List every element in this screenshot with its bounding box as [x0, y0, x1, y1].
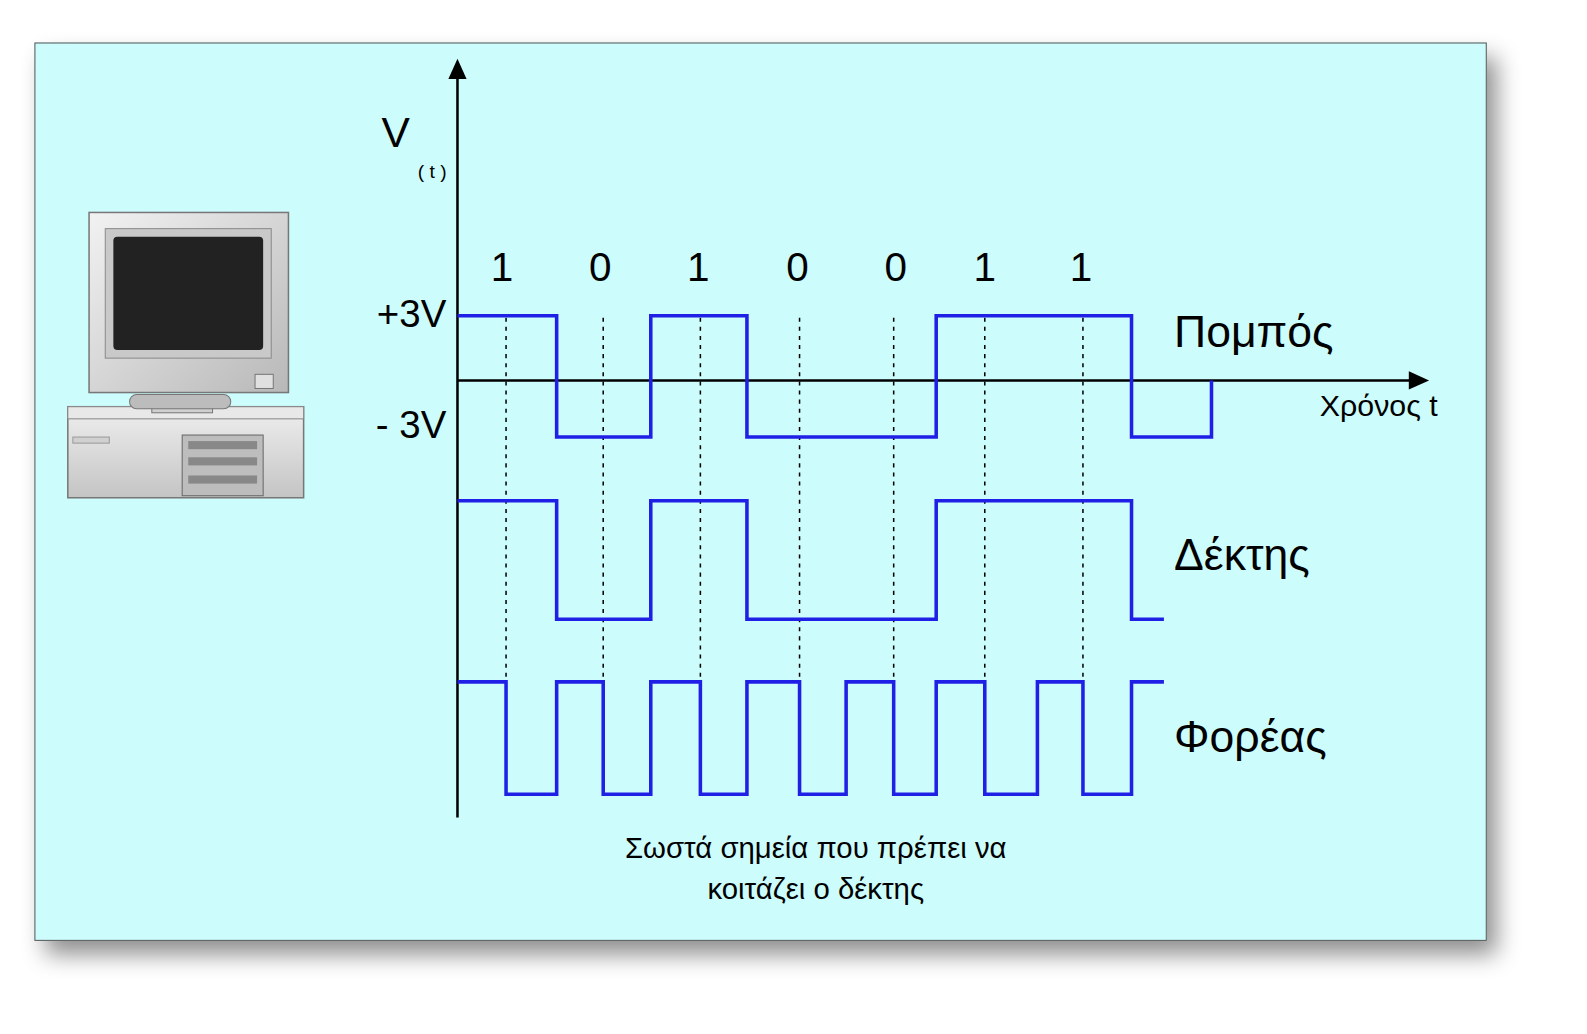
- v-axis: [456, 73, 459, 818]
- bit-value: 0: [786, 245, 809, 290]
- signal-name: Πομπός: [1174, 307, 1334, 356]
- axis-label: Χρόνος t: [1320, 388, 1438, 421]
- signal-name: Φορέας: [1174, 712, 1327, 761]
- bit-value: 1: [974, 245, 997, 290]
- receiver-wave: [457, 501, 1163, 619]
- bit-value: 0: [884, 245, 907, 290]
- bit-value: 0: [589, 245, 612, 290]
- sample-lines: [506, 318, 1083, 795]
- carrier-wave: [457, 682, 1163, 794]
- voltage-level: - 3V: [376, 405, 447, 447]
- axis-label: V: [382, 109, 410, 156]
- bit-value: 1: [491, 245, 514, 290]
- signal-name: Δέκτης: [1174, 530, 1310, 579]
- caption: Σωστά σημεία που πρέπει να κοιτάζει ο δέ…: [598, 828, 1033, 910]
- bit-value: 1: [687, 245, 710, 290]
- voltage-level: +3V: [377, 293, 447, 335]
- axis-subscript: ( t ): [418, 161, 447, 182]
- computer-icon: [68, 212, 304, 497]
- bit-value: 1: [1070, 245, 1093, 290]
- transmitter-wave: [457, 316, 1211, 437]
